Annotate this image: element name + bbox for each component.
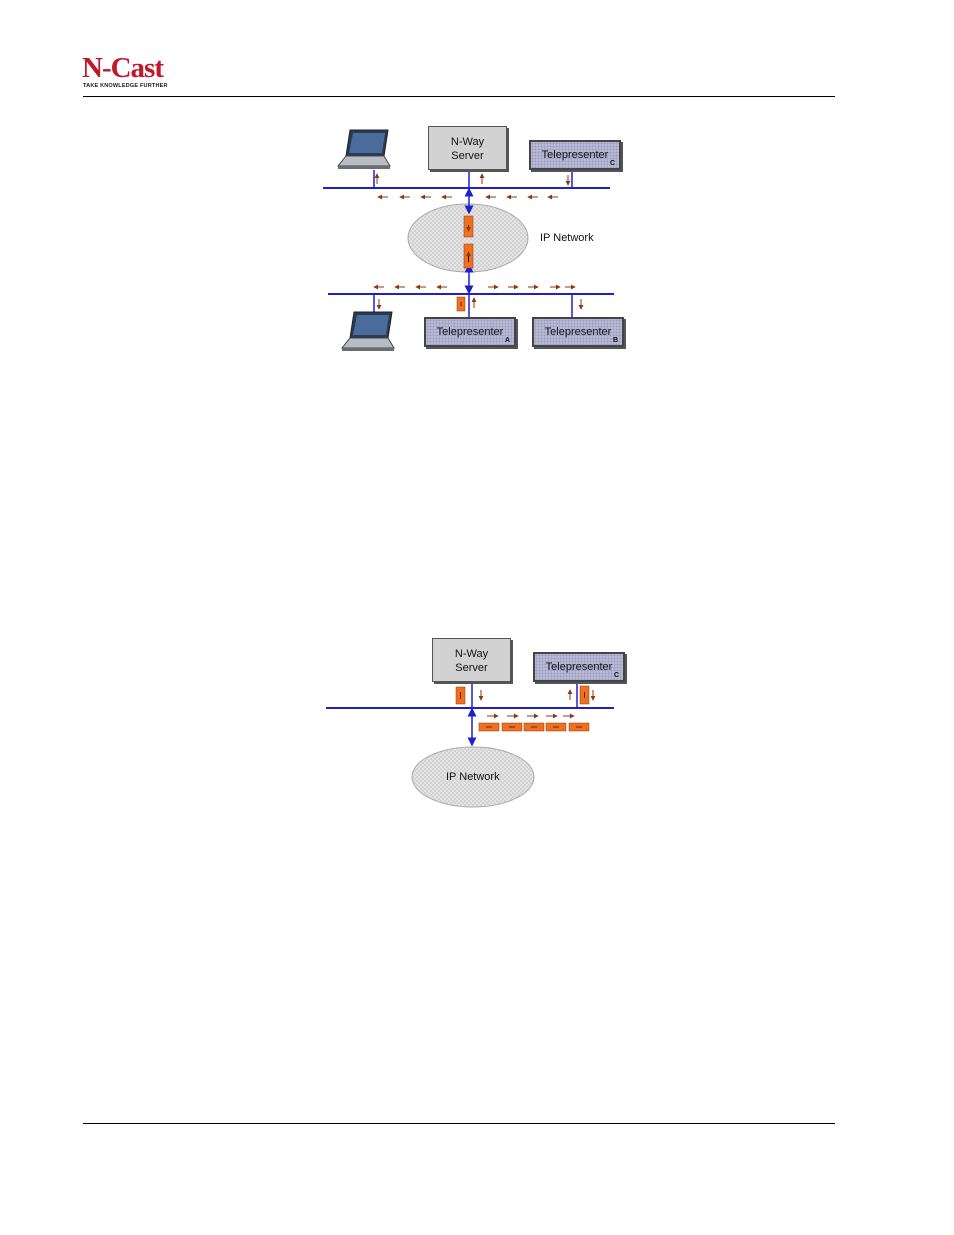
diagram-unicast-topology: N-Way Server Telepresenter C IP Network — [326, 638, 625, 808]
ip-network-label: IP Network — [540, 232, 594, 244]
server-label-line2: Server — [451, 150, 484, 162]
telepresenter-label: Telepresenter — [544, 326, 612, 338]
telepresenter-sub: C — [609, 160, 615, 167]
logo-wordmark: N-Cast — [82, 52, 164, 84]
ip-network-cloud — [411, 746, 535, 808]
server-label-line1: N-Way — [454, 648, 489, 660]
ncast-logo: N-Cast TAKE KNOWLEDGE FURTHER — [82, 52, 182, 92]
telepresenter-sub: B — [612, 337, 618, 344]
laptop-icon — [336, 129, 391, 169]
n-way-server-box: N-Way Server — [432, 638, 511, 682]
telepresenter-sub: A — [504, 337, 510, 344]
laptop-icon — [340, 311, 395, 351]
telepresenter-b-box: Telepresenter B — [532, 317, 624, 347]
diagram-multicast-topology: N-Way Server Telepresenter C Telepresent… — [0, 0, 954, 400]
telepresenter-a-box: Telepresenter A — [424, 317, 516, 347]
server-label-line1: N-Way — [450, 136, 485, 148]
telepresenter-label: Telepresenter — [541, 149, 609, 161]
n-way-server-box: N-Way Server — [428, 126, 507, 170]
diagram2-lines — [326, 682, 614, 808]
telepresenter-label: Telepresenter — [545, 661, 613, 673]
header-rule — [83, 96, 835, 97]
telepresenter-c-box: Telepresenter C — [533, 652, 625, 682]
ip-network-label: IP Network — [446, 771, 500, 783]
diagram1-lines — [323, 170, 614, 318]
server-label-line2: Server — [455, 662, 488, 674]
telepresenter-c-box: Telepresenter C — [529, 140, 621, 170]
logo-tagline: TAKE KNOWLEDGE FURTHER — [83, 83, 168, 89]
packets-row — [478, 722, 590, 732]
telepresenter-label: Telepresenter — [436, 326, 504, 338]
telepresenter-sub: C — [613, 672, 619, 679]
footer-rule — [83, 1123, 835, 1124]
